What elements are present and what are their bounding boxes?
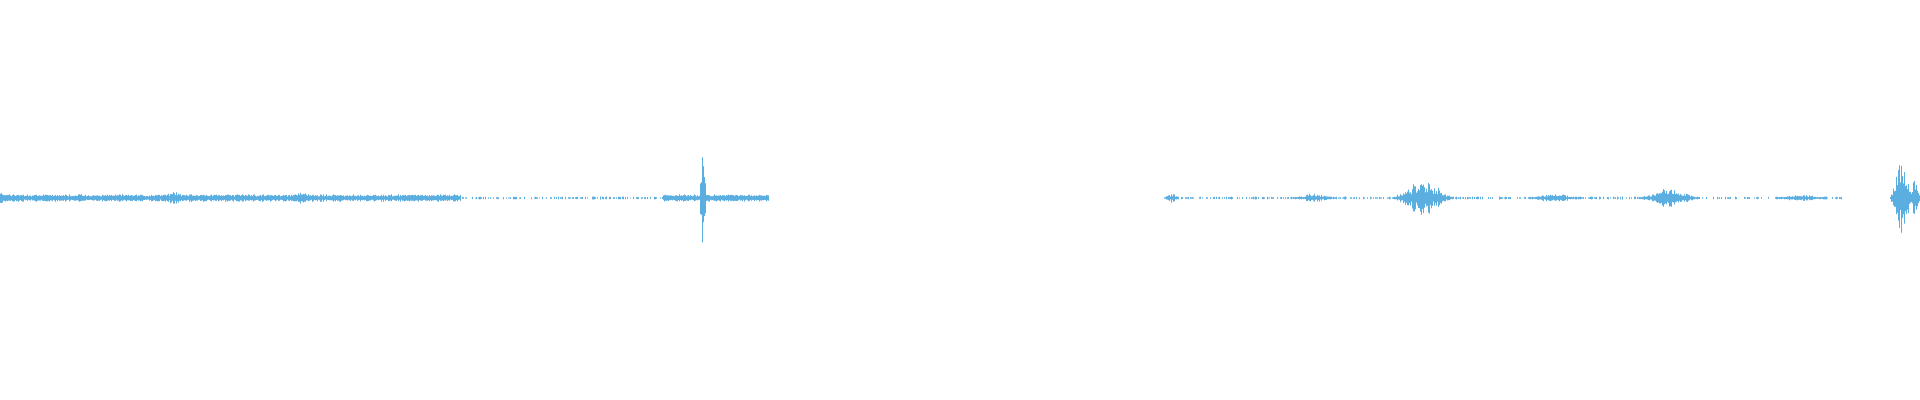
waveform-samples <box>0 157 1920 243</box>
